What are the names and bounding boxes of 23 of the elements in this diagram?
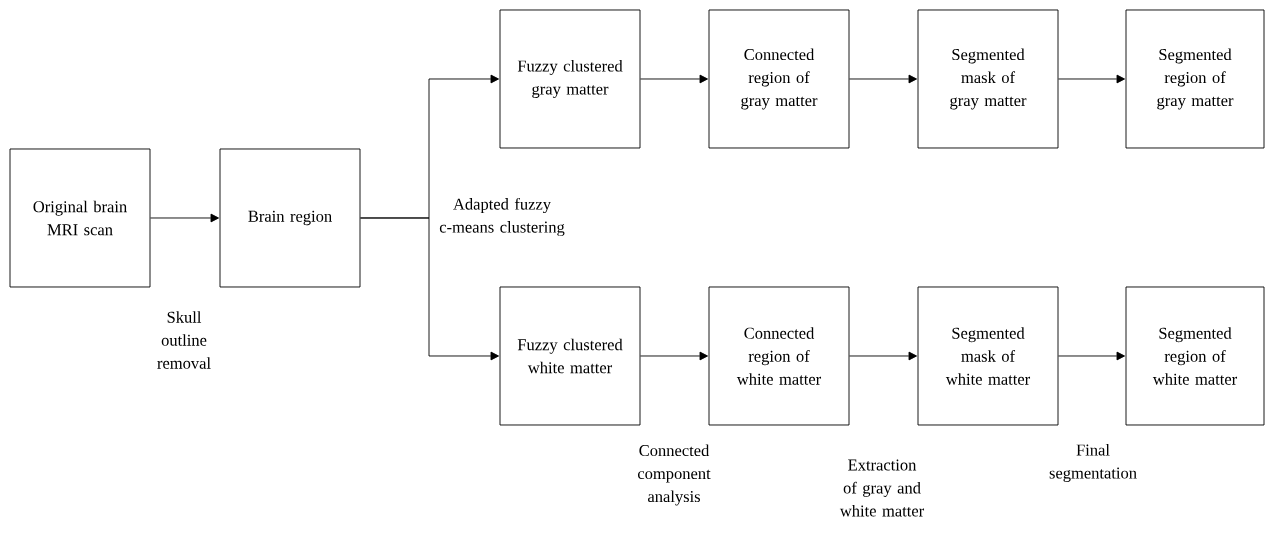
arrow xyxy=(360,217,499,361)
step-label: Extraction of gray and white matter xyxy=(839,459,925,517)
arrow xyxy=(640,74,708,84)
process-box: Segmented region of gray matter xyxy=(1125,9,1265,149)
process-box: Original brain MRI scan xyxy=(9,148,151,288)
arrow xyxy=(640,351,708,361)
process-box: Fuzzy clustered gray matter xyxy=(499,9,641,149)
process-box: Segmented mask of white matter xyxy=(917,286,1059,426)
step-label: Skull outline removal xyxy=(157,311,211,369)
arrow xyxy=(1058,74,1125,84)
process-box: Brain region xyxy=(219,148,361,288)
arrow xyxy=(849,74,917,84)
arrow xyxy=(1058,351,1125,361)
process-box: Connected region of white matter xyxy=(708,286,850,426)
step-label: Connected component analysis xyxy=(638,444,711,506)
process-box: Segmented region of white matter xyxy=(1125,286,1265,426)
arrow xyxy=(849,351,917,361)
step-label: Final segmentation xyxy=(1049,444,1137,482)
process-box: Connected region of gray matter xyxy=(708,9,850,149)
process-box: Segmented mask of gray matter xyxy=(917,9,1059,149)
arrow xyxy=(150,213,219,223)
process-box: Fuzzy clustered white matter xyxy=(499,286,641,426)
step-label: Adapted fuzzy c-means clustering xyxy=(439,197,565,237)
